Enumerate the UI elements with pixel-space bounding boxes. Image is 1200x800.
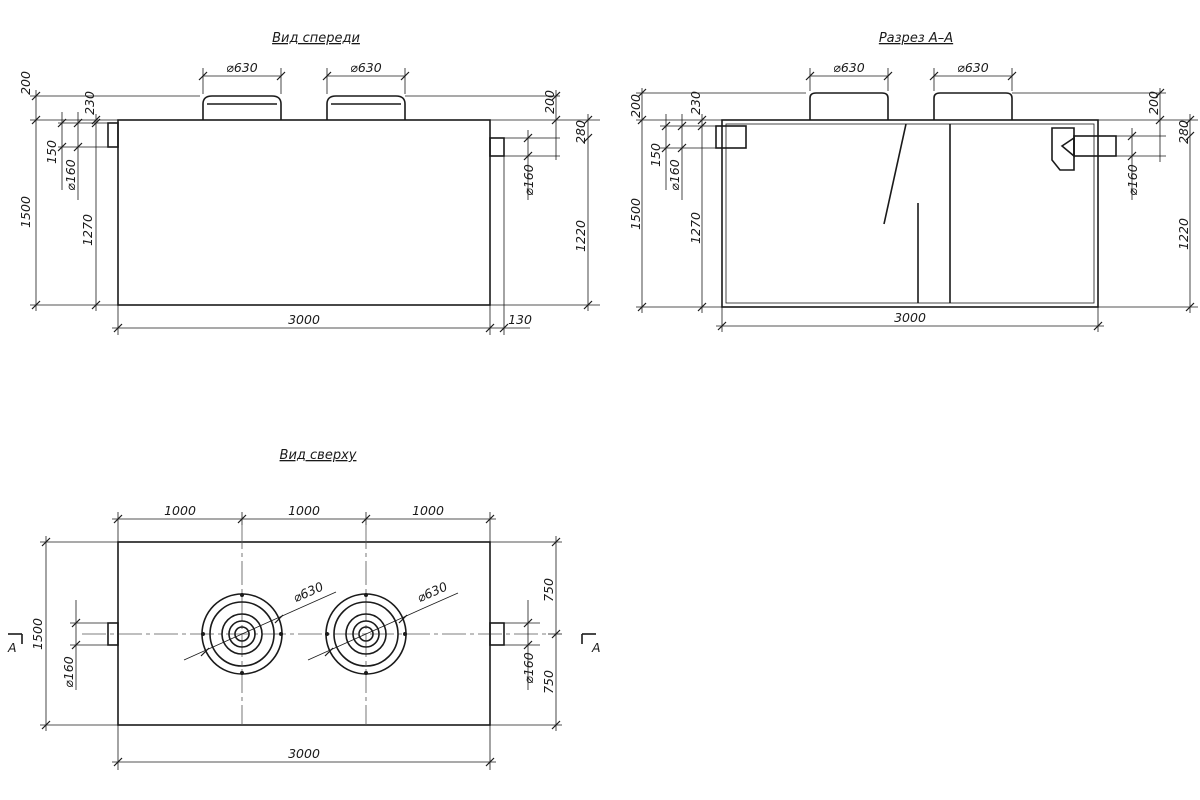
hatch-plan-2 bbox=[325, 593, 407, 675]
top-dim-1000-a: 1000 bbox=[164, 503, 196, 518]
top-pipe-dia-right: ⌀160 bbox=[521, 652, 536, 683]
top-dim-1000-c: 1000 bbox=[412, 503, 444, 518]
front-pipe-dia-left: ⌀160 bbox=[63, 159, 78, 190]
front-dim-1270: 1270 bbox=[80, 214, 95, 246]
front-dim-280: 280 bbox=[573, 120, 588, 144]
section-mark-left: А bbox=[7, 640, 17, 655]
top-dim-750-a: 750 bbox=[541, 578, 556, 602]
hatch-1 bbox=[202, 95, 282, 120]
section-pipe-dia-left: ⌀160 bbox=[667, 159, 682, 190]
front-dim-230: 230 bbox=[82, 91, 97, 115]
outlet-pipe-plan bbox=[489, 622, 505, 646]
top-dim-1500: 1500 bbox=[30, 618, 45, 650]
top-view: Вид сверху ⌀630 bbox=[7, 448, 601, 770]
front-hatch-dia-1: ⌀630 bbox=[226, 60, 257, 75]
section-hatch-dia-2: ⌀630 bbox=[957, 60, 988, 75]
section-dim-1500: 1500 bbox=[628, 198, 643, 230]
top-dim-1000-b: 1000 bbox=[288, 503, 320, 518]
outlet-pipe-section bbox=[1073, 135, 1117, 157]
hatch-2 bbox=[326, 95, 406, 120]
front-dim-200-right: 200 bbox=[542, 90, 557, 114]
section-dim-200-left: 200 bbox=[628, 94, 643, 118]
inlet-pipe-section bbox=[715, 125, 747, 149]
section-dim-1220: 1220 bbox=[1176, 218, 1191, 250]
section-hatch-dia-1: ⌀630 bbox=[833, 60, 864, 75]
front-pipe-dia-right: ⌀160 bbox=[521, 164, 536, 195]
baffle-inclined bbox=[883, 123, 907, 225]
section-view: Разрез А–А ⌀630 ⌀630 200 1500 bbox=[628, 31, 1198, 332]
inlet-pipe bbox=[107, 122, 119, 148]
top-dim-3000: 3000 bbox=[288, 746, 320, 761]
front-hatch-dia-2: ⌀630 bbox=[350, 60, 381, 75]
tank-body-section bbox=[721, 119, 1099, 308]
section-view-title: Разрез А–А bbox=[879, 31, 953, 46]
outlet-pipe bbox=[489, 137, 505, 157]
tank-plan bbox=[117, 541, 491, 726]
inlet-pipe-plan bbox=[107, 622, 119, 646]
section-dim-3000: 3000 bbox=[894, 310, 926, 325]
front-dim-3000: 3000 bbox=[288, 312, 320, 327]
front-dim-130: 130 bbox=[508, 312, 532, 327]
section-dim-1270: 1270 bbox=[688, 212, 703, 244]
front-dim-200-left: 200 bbox=[18, 71, 33, 95]
section-dim-200-right: 200 bbox=[1146, 91, 1161, 115]
tank-body bbox=[117, 119, 491, 306]
outlet-tee bbox=[1051, 127, 1075, 171]
section-dim-230: 230 bbox=[688, 91, 703, 115]
section-dim-280: 280 bbox=[1176, 120, 1191, 144]
front-dim-150: 150 bbox=[44, 140, 59, 164]
top-hatch-dia-1: ⌀630 bbox=[291, 579, 326, 605]
top-dim-750-b: 750 bbox=[541, 670, 556, 694]
top-pipe-dia-left: ⌀160 bbox=[61, 656, 76, 687]
hatch-plan-1 bbox=[201, 593, 283, 675]
top-hatch-dia-2: ⌀630 bbox=[415, 579, 450, 605]
front-dim-1220: 1220 bbox=[573, 220, 588, 252]
section-pipe-dia-right: ⌀160 bbox=[1125, 164, 1140, 195]
front-view: Вид спереди ⌀630 ⌀630 200 1500 230 1270 bbox=[18, 31, 600, 335]
section-mark-right: А bbox=[591, 640, 601, 655]
section-dim-150: 150 bbox=[648, 143, 663, 167]
front-view-title: Вид спереди bbox=[272, 31, 360, 46]
top-view-title: Вид сверху bbox=[280, 448, 357, 463]
section-hatch-2 bbox=[933, 92, 1013, 120]
section-hatch-1 bbox=[809, 92, 889, 120]
front-dim-1500: 1500 bbox=[18, 196, 33, 228]
